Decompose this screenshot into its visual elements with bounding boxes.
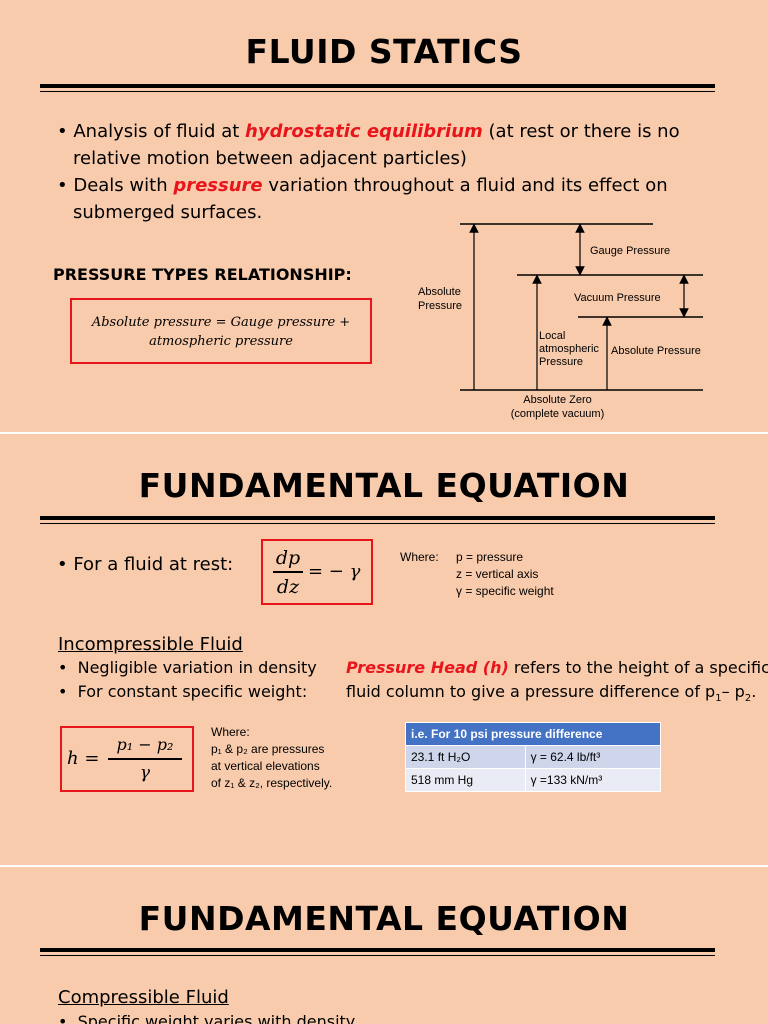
- pressure-head-equation: h = p₁ − p₂ γ: [60, 726, 194, 792]
- slide-fundamental-equation-2: FUNDAMENTAL EQUATION Compressible Fluid …: [0, 867, 768, 1024]
- pressure-head-line2: fluid column to give a pressure differen…: [346, 682, 757, 705]
- table-row: 23.1 ft H₂O γ = 62.4 lb/ft³: [405, 745, 662, 769]
- pressure-types-diagram: [460, 223, 703, 391]
- local-atmospheric-label: Local atmospheric Pressure: [539, 330, 599, 368]
- bullet-fluid-at-rest: • For a fluid at rest:: [57, 554, 234, 575]
- bullet-constant-weight: • For constant specific weight:: [58, 682, 308, 701]
- table-row: 518 mm Hg γ =133 kN/m³: [405, 768, 662, 792]
- where-elevations: Where: p₁ & p₂ are pressures at vertical…: [211, 725, 333, 790]
- title-rule-thick: [40, 516, 715, 520]
- pressure-equivalence-table: i.e. For 10 psi pressure difference 23.1…: [405, 722, 662, 792]
- bullet-hydrostatic-line2: relative motion between adjacent particl…: [73, 148, 467, 169]
- slide-fundamental-equation: FUNDAMENTAL EQUATION • For a fluid at re…: [0, 434, 768, 865]
- gauge-pressure-label: Gauge Pressure: [590, 245, 671, 257]
- emphasis-pressure: pressure: [173, 175, 263, 196]
- title-rule-thin: [40, 91, 715, 92]
- title-rule-thin: [40, 955, 715, 956]
- fundamental-equation: dp dz = − γ: [261, 539, 373, 605]
- vacuum-pressure-label: Vacuum Pressure: [574, 292, 661, 304]
- table-header: i.e. For 10 psi pressure difference: [405, 722, 661, 746]
- bullet-pressure: • Deals with pressure variation througho…: [57, 175, 668, 196]
- slide-title: FLUID STATICS: [245, 32, 523, 71]
- pressure-head-line1: Pressure Head (h) refers to the height o…: [346, 658, 768, 677]
- absolute-pressure-label: Absolute Pressure: [418, 286, 463, 312]
- title-rule-thick: [40, 948, 715, 952]
- emphasis-pressure-head: Pressure Head (h): [346, 658, 509, 677]
- where-definitions: p = pressure z = vertical axis γ = speci…: [456, 550, 554, 598]
- slide-title: FUNDAMENTAL EQUATION: [138, 466, 630, 505]
- pressure-types-heading: PRESSURE TYPES RELATIONSHIP:: [53, 265, 352, 284]
- bullet-specific-weight-varies: • Specific weight varies with density: [58, 1012, 356, 1024]
- slide-fluid-statics: FLUID STATICS • Analysis of fluid at hyd…: [0, 0, 768, 432]
- bullet-pressure-line2: submerged surfaces.: [73, 202, 263, 223]
- absolute-pressure-right-label: Absolute Pressure: [611, 345, 701, 357]
- compressible-heading: Compressible Fluid: [58, 987, 229, 1008]
- title-rule-thick: [40, 84, 715, 88]
- bullet-negligible-density: • Negligible variation in density: [58, 658, 317, 677]
- incompressible-heading: Incompressible Fluid: [58, 634, 243, 655]
- absolute-zero-label: Absolute Zero (complete vacuum): [510, 394, 605, 420]
- slide-title: FUNDAMENTAL EQUATION: [138, 899, 630, 938]
- where-label: Where:: [400, 550, 439, 564]
- bullet-hydrostatic: • Analysis of fluid at hydrostatic equil…: [57, 121, 680, 142]
- emphasis-hydrostatic: hydrostatic equilibrium: [245, 121, 483, 142]
- absolute-pressure-equation: Absolute pressure = Gauge pressure + atm…: [70, 298, 372, 364]
- title-rule-thin: [40, 523, 715, 524]
